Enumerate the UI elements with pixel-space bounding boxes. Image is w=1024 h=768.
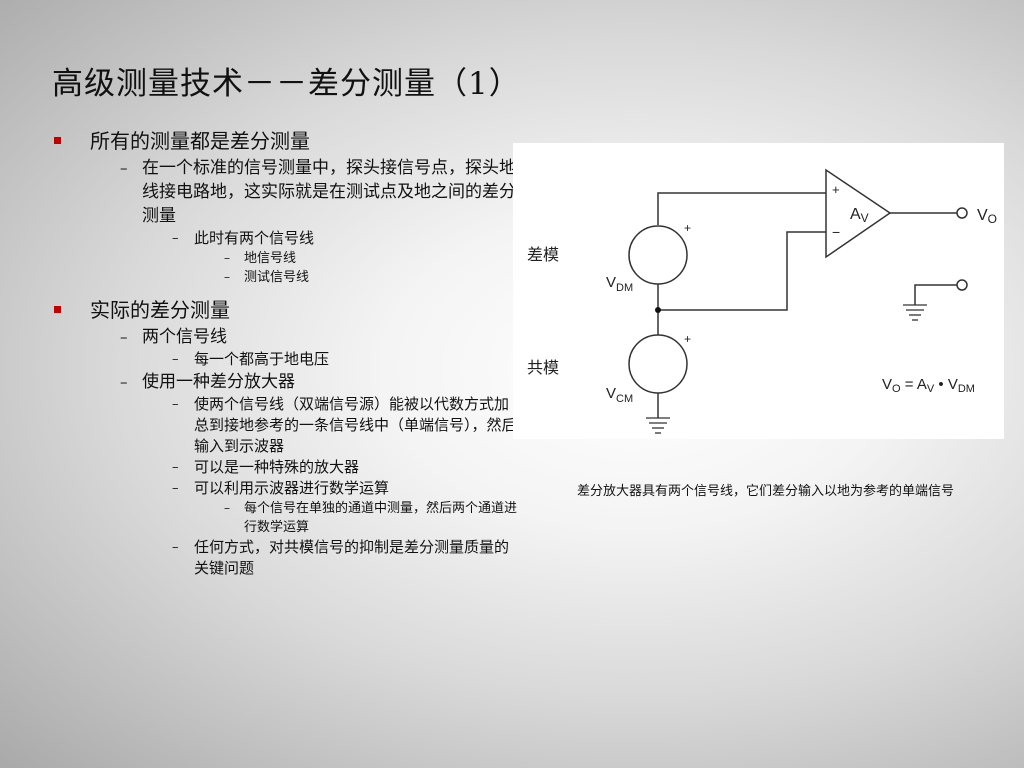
sub-sub-bullet-item: 每一个都高于地电压 [142, 349, 522, 370]
sub-bullet-text: 在一个标准的信号测量中，探头接信号点，探头地线接电路地，这实际就是在测试点及地之… [142, 158, 516, 226]
vcm-plus-label: + [684, 332, 691, 346]
amp-plus-label: + [832, 182, 840, 197]
level4-bullet-item: 每个信号在单独的通道中测量，然后两个通道进行数学运算 [194, 499, 522, 537]
ground-symbol [903, 304, 927, 321]
circuit-diagram: 差模 共模 + − AV + + VDM VCM VO VO = AV • VD… [513, 143, 1004, 439]
wire-minus-input [658, 231, 826, 311]
bullet-content: 所有的测量都是差分测量 在一个标准的信号测量中，探头接信号点，探头地线接电路地，… [52, 128, 522, 589]
wire-top-input [657, 192, 826, 225]
gain-formula: VO = AV • VDM [882, 376, 975, 395]
slide-title: 高级测量技术－－差分测量（1） [52, 66, 521, 102]
bullet-item: 实际的差分测量 两个信号线 每一个都高于地电压 使用一种差分放大器 使两个信号线… [52, 297, 522, 579]
vdm-label: VDM [606, 274, 633, 294]
level4-bullet-text: 地信号线 [244, 251, 297, 266]
vdm-source [628, 225, 688, 285]
level4-bullet-item: 测试信号线 [194, 268, 522, 287]
level4-bullet-item: 地信号线 [194, 249, 522, 268]
amp-minus-label: − [832, 224, 840, 240]
sub-sub-bullet-text: 每一个都高于地电压 [194, 350, 330, 368]
bullet-text: 实际的差分测量 [90, 298, 230, 322]
sub-bullet-text: 两个信号线 [142, 327, 227, 347]
sub-sub-bullet-item: 任何方式，对共模信号的抑制是差分测量质量的关键问题 [142, 537, 522, 579]
vcm-source [628, 334, 688, 394]
vdm-plus-label: + [684, 221, 691, 235]
sub-sub-bullet-text: 任何方式，对共模信号的抑制是差分测量质量的关键问题 [194, 538, 510, 577]
level4-bullet-text: 每个信号在单独的通道中测量，然后两个通道进行数学运算 [244, 501, 518, 535]
diagram-caption: 差分放大器具有两个信号线，它们差分输入以地为参考的单端信号 [577, 484, 955, 499]
bullet-text: 所有的测量都是差分测量 [90, 129, 310, 153]
sub-bullet-item: 使用一种差分放大器 使两个信号线（双端信号源）能被以代数方式加总到接地参考的一条… [90, 370, 522, 579]
sub-sub-bullet-item: 使两个信号线（双端信号源）能被以代数方式加总到接地参考的一条信号线中（单端信号）… [142, 394, 522, 457]
level4-bullet-text: 测试信号线 [244, 270, 310, 285]
junction-node [655, 307, 661, 313]
sub-sub-bullet-text: 此时有两个信号线 [194, 229, 315, 247]
sub-sub-bullet-text: 使两个信号线（双端信号源）能被以代数方式加总到接地参考的一条信号线中（单端信号）… [194, 395, 517, 455]
differential-mode-label: 差模 [527, 245, 559, 264]
sub-sub-bullet-text: 可以是一种特殊的放大器 [194, 458, 360, 476]
sub-bullet-item: 两个信号线 每一个都高于地电压 [90, 325, 522, 370]
gain-label: AV [850, 206, 869, 225]
sub-bullet-text: 使用一种差分放大器 [142, 372, 295, 392]
vcm-label: VCM [606, 385, 633, 405]
ground-symbol [646, 417, 670, 434]
bullet-item: 所有的测量都是差分测量 在一个标准的信号测量中，探头接信号点，探头地线接电路地，… [52, 128, 522, 287]
bullet-list: 所有的测量都是差分测量 在一个标准的信号测量中，探头接信号点，探头地线接电路地，… [52, 128, 522, 579]
output-terminal [956, 207, 968, 219]
vo-label: VO [977, 207, 997, 226]
common-mode-label: 共模 [527, 358, 559, 377]
wire-ground-terminal [914, 284, 957, 305]
ground-terminal [956, 279, 968, 291]
sub-sub-bullet-item: 此时有两个信号线 地信号线 测试信号线 [142, 228, 522, 287]
sub-sub-bullet-item: 可以利用示波器进行数学运算 每个信号在单独的通道中测量，然后两个通道进行数学运算 [142, 478, 522, 537]
circuit-svg: 差模 共模 + − AV + + VDM VCM VO VO = AV • VD… [527, 168, 997, 434]
amplifier-triangle [825, 168, 892, 259]
sub-sub-bullet-text: 可以利用示波器进行数学运算 [194, 479, 390, 497]
sub-bullet-item: 在一个标准的信号测量中，探头接信号点，探头地线接电路地，这实际就是在测试点及地之… [90, 156, 522, 287]
sub-sub-bullet-item: 可以是一种特殊的放大器 [142, 457, 522, 478]
